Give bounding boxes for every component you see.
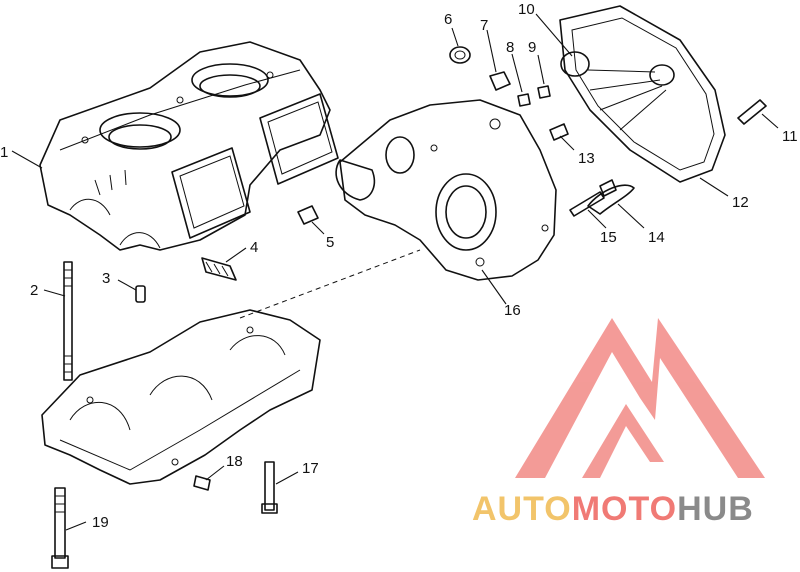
callout-16: 16 bbox=[504, 302, 521, 319]
watermark-moto: MOTO bbox=[572, 490, 677, 528]
callout-13: 13 bbox=[578, 150, 595, 167]
plug-7 bbox=[489, 71, 511, 91]
callout-12: 12 bbox=[732, 194, 749, 211]
bolt-19 bbox=[51, 487, 69, 569]
upper-crankcase bbox=[39, 41, 331, 251]
callout-1: 1 bbox=[0, 144, 8, 161]
leader-lines bbox=[11, 13, 779, 531]
lower-crankcase bbox=[41, 309, 321, 485]
reed-plate-left bbox=[171, 147, 251, 239]
watermark-auto: AUTO bbox=[472, 490, 572, 528]
callout-6: 6 bbox=[444, 11, 452, 28]
callout-2: 2 bbox=[30, 282, 38, 299]
dowel-3 bbox=[135, 285, 146, 303]
gasket-14 bbox=[587, 184, 635, 215]
pin-13 bbox=[549, 123, 569, 141]
outer-cover-12 bbox=[559, 5, 726, 183]
bolt-17 bbox=[261, 461, 278, 514]
bolt-11 bbox=[737, 99, 767, 125]
reed-plate-right bbox=[259, 93, 339, 185]
callout-5: 5 bbox=[326, 234, 334, 251]
crankcase-cover-16 bbox=[335, 99, 557, 281]
plug-4 bbox=[201, 257, 237, 281]
callout-18: 18 bbox=[226, 453, 243, 470]
nut-8 bbox=[517, 93, 531, 107]
callout-4: 4 bbox=[250, 239, 258, 256]
callout-19: 19 bbox=[92, 514, 109, 531]
seal-6 bbox=[449, 46, 471, 64]
callout-8: 8 bbox=[506, 39, 514, 56]
callout-14: 14 bbox=[648, 229, 665, 246]
bolt-18 bbox=[193, 475, 211, 491]
alignment-line bbox=[239, 249, 421, 319]
callout-9: 9 bbox=[528, 39, 536, 56]
fitting-5 bbox=[297, 205, 319, 225]
spring-9 bbox=[537, 85, 551, 99]
callout-7: 7 bbox=[480, 17, 488, 34]
callout-10: 10 bbox=[518, 1, 535, 18]
stud-2 bbox=[63, 261, 73, 381]
callout-labels: 1 2 3 4 5 6 7 8 9 10 11 12 13 14 15 16 1… bbox=[0, 1, 798, 531]
watermark-text: AUTOMOTOHUB bbox=[472, 490, 754, 528]
callout-17: 17 bbox=[302, 460, 319, 477]
watermark-logo-icon bbox=[515, 318, 765, 478]
watermark-hub: HUB bbox=[677, 490, 754, 528]
callout-3: 3 bbox=[102, 270, 110, 287]
callout-11: 11 bbox=[782, 128, 798, 145]
svg-text:AUTOMOTOHUB: AUTOMOTOHUB bbox=[472, 490, 754, 528]
callout-15: 15 bbox=[600, 229, 617, 246]
bolt-15 bbox=[569, 179, 617, 217]
